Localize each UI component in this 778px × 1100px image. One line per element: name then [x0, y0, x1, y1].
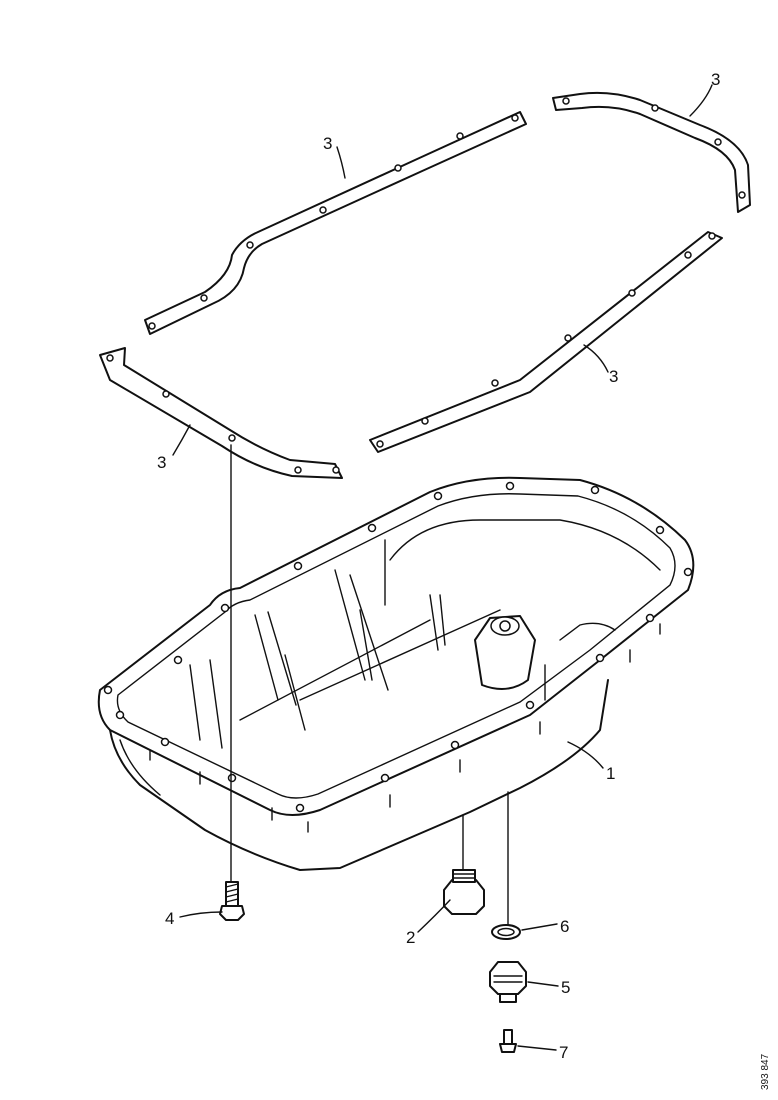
- callout-sensor: 5: [561, 978, 570, 997]
- gasket-top-left: [144, 111, 527, 335]
- seal-ring: [491, 924, 521, 940]
- figure-reference: 393 847: [760, 1053, 771, 1090]
- callout-screw: 7: [559, 1043, 568, 1062]
- bolt: [219, 881, 245, 921]
- oil-level-sensor: [489, 961, 527, 1003]
- gasket-top-right: [552, 91, 751, 213]
- callout-oil-pan: 1: [606, 764, 615, 783]
- screw: [499, 1029, 517, 1053]
- gasket-right: [369, 231, 723, 453]
- callout-gasket-top-right: 3: [711, 70, 720, 89]
- assembly-axis-lines: [230, 444, 509, 926]
- callout-drain-plug: 2: [406, 928, 415, 947]
- callout-bolt: 4: [165, 909, 174, 928]
- callout-labels: 3 3 3 3 1 4 2 6 5 7: [157, 70, 720, 1062]
- drain-plug: [443, 869, 485, 915]
- gasket-left: [99, 347, 343, 479]
- leader-lines: [172, 84, 713, 1051]
- callout-gasket-left: 3: [157, 453, 166, 472]
- callout-seal-ring: 6: [560, 917, 569, 936]
- oil-pan: [97, 476, 695, 871]
- callout-gasket-right: 3: [609, 367, 618, 386]
- callout-gasket-top-left: 3: [323, 134, 332, 153]
